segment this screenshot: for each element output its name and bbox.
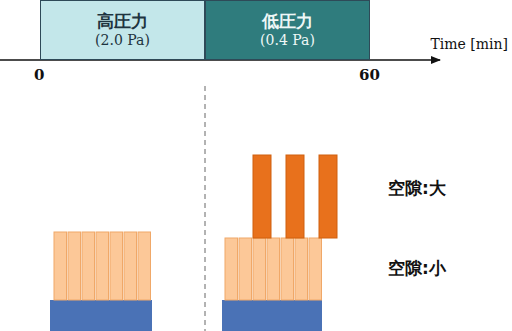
column xyxy=(110,232,123,300)
gap-label: 空隙:小 xyxy=(388,258,446,278)
column xyxy=(68,232,81,300)
substrate xyxy=(222,300,322,331)
column xyxy=(267,238,280,300)
column xyxy=(295,238,308,300)
substrate xyxy=(50,300,152,331)
gap-label: 空隙:大 xyxy=(388,178,446,198)
phase-name: 低圧力 xyxy=(262,11,313,31)
tick-label: 0 xyxy=(34,66,44,84)
pressure-value: (0.4 Pa) xyxy=(260,32,315,49)
column xyxy=(82,232,95,300)
pressure-value: (2.0 Pa) xyxy=(95,32,150,49)
column xyxy=(225,238,238,300)
column xyxy=(309,238,322,300)
phase-box: 高圧力(2.0 Pa) xyxy=(40,0,205,60)
column xyxy=(239,238,252,300)
tick-label: 60 xyxy=(359,66,380,84)
column xyxy=(96,232,109,300)
divider-line xyxy=(205,86,206,331)
column xyxy=(319,155,337,238)
phase-box: 低圧力(0.4 Pa) xyxy=(205,0,370,60)
column xyxy=(253,155,271,238)
column xyxy=(124,232,137,300)
column xyxy=(54,232,67,300)
column xyxy=(281,238,294,300)
phase-name: 高圧力 xyxy=(97,11,148,31)
sparse-columns xyxy=(253,155,337,238)
column xyxy=(253,238,266,300)
column xyxy=(138,232,151,300)
axis-title: Time [min] xyxy=(430,36,508,53)
dense-columns xyxy=(225,238,322,300)
column xyxy=(286,155,304,238)
dense-columns xyxy=(54,232,151,300)
